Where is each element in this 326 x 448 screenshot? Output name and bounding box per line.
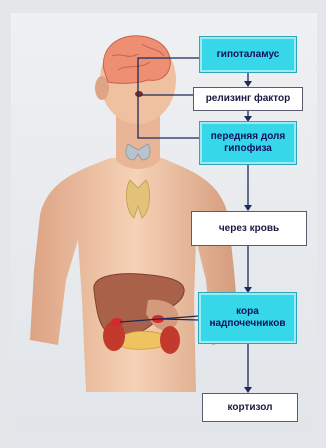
kidney-right xyxy=(160,326,180,354)
adrenal-cortex-box: кора надпочечников xyxy=(199,293,296,343)
through-blood-label: через кровь xyxy=(219,223,279,235)
brain xyxy=(103,36,170,84)
anterior-pituitary-label: передняя доля гипофиза xyxy=(202,131,294,155)
releasing-factor-label: релизинг фактор xyxy=(206,93,291,105)
releasing-factor-box: релизинг фактор xyxy=(193,87,303,111)
cortisol-box: кортизол xyxy=(202,393,298,422)
adrenal-cortex-label: кора надпочечников xyxy=(201,306,294,330)
hypothalamus-box: гипоталамус xyxy=(200,37,296,72)
through-blood-box: через кровь xyxy=(191,211,307,246)
anterior-pituitary-box: передняя доля гипофиза xyxy=(200,122,296,164)
hypothalamus-label: гипоталамус xyxy=(217,49,280,61)
cortisol-label: кортизол xyxy=(228,402,273,414)
pituitary-gland xyxy=(135,91,143,97)
kidney-left xyxy=(103,321,125,351)
